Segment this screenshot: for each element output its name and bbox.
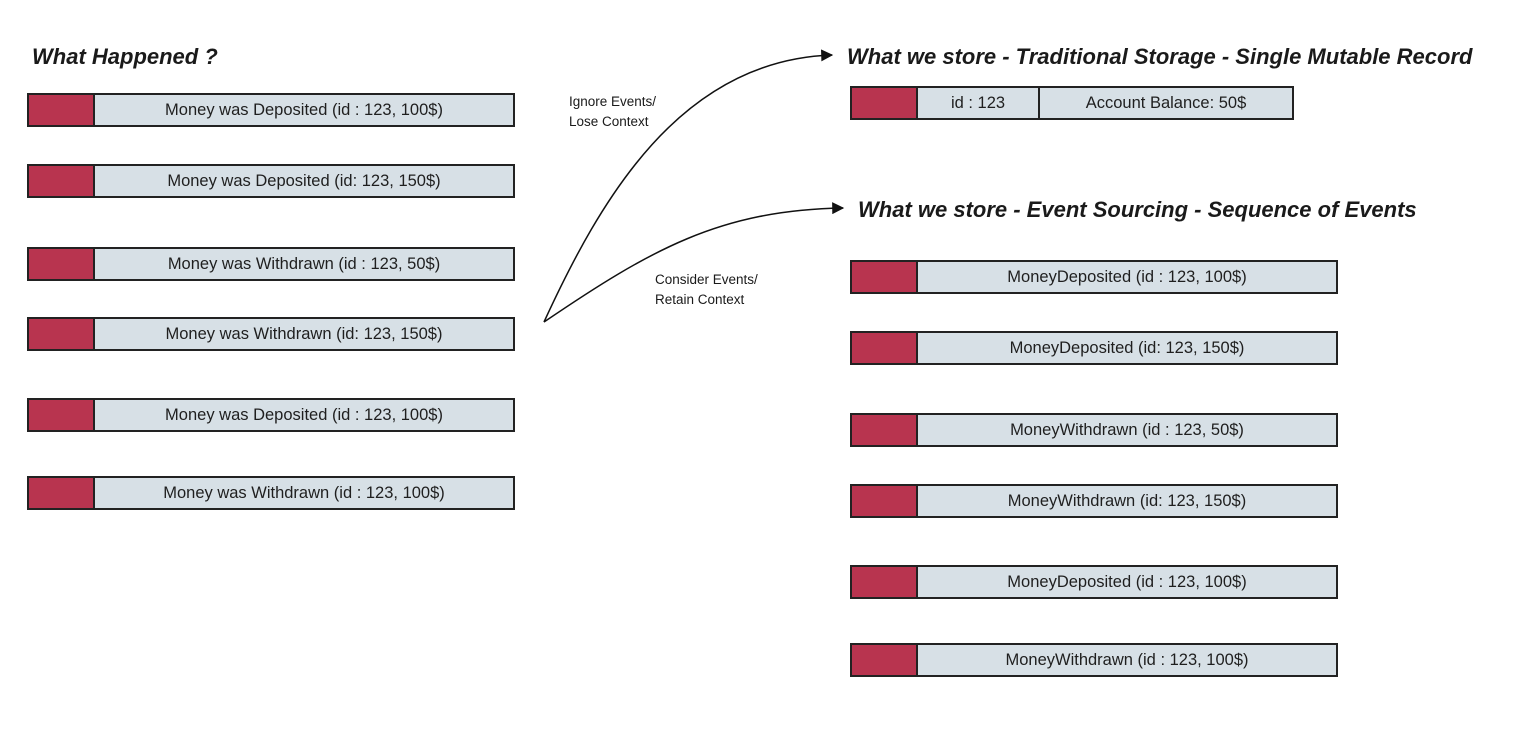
traditional-storage-title: What we store - Traditional Storage - Si…	[847, 44, 1473, 69]
happened-event-6: Money was Withdrawn (id : 123, 100$)	[27, 476, 515, 510]
event-tag	[852, 645, 918, 675]
consider-events-note: Consider Events/ Retain Context	[655, 270, 758, 310]
mutable-record: id : 123 Account Balance: 50$	[850, 86, 1294, 120]
happened-event-5: Money was Deposited (id : 123, 100$)	[27, 398, 515, 432]
event-label: MoneyDeposited (id : 123, 100$)	[1007, 267, 1247, 286]
event-tag	[852, 415, 918, 445]
sourced-event-5: MoneyDeposited (id : 123, 100$)	[850, 565, 1338, 599]
event-label: MoneyDeposited (id : 123, 100$)	[1007, 572, 1247, 591]
sourced-event-6: MoneyWithdrawn (id : 123, 100$)	[850, 643, 1338, 677]
event-sourcing-title: What we store - Event Sourcing - Sequenc…	[858, 197, 1417, 222]
event-label: Money was Withdrawn (id : 123, 50$)	[167, 254, 441, 273]
event-label: Money was Withdrawn (id: 123, 150$)	[165, 324, 443, 343]
record-id-cell: id : 123	[918, 88, 1040, 118]
event-tag	[29, 95, 95, 125]
event-tag	[852, 262, 918, 292]
record-balance-cell: Account Balance: 50$	[1085, 93, 1247, 112]
happened-event-2: Money was Deposited (id: 123, 150$)	[27, 164, 515, 198]
happened-event-4: Money was Withdrawn (id: 123, 150$)	[27, 317, 515, 351]
event-tag	[29, 478, 95, 508]
event-tag	[29, 166, 95, 196]
consider-events-arrow	[543, 202, 845, 323]
happened-event-3: Money was Withdrawn (id : 123, 50$)	[27, 247, 515, 281]
sourced-event-1: MoneyDeposited (id : 123, 100$)	[850, 260, 1338, 294]
ignore-note-line-2: Lose Context	[569, 114, 649, 129]
event-label: Money was Deposited (id : 123, 100$)	[165, 405, 443, 424]
event-tag	[852, 567, 918, 597]
event-tag	[852, 486, 918, 516]
ignore-note-line-1: Ignore Events/	[569, 94, 657, 109]
event-tag	[29, 249, 95, 279]
happened-event-1: Money was Deposited (id : 123, 100$)	[27, 93, 515, 127]
event-label: Money was Deposited (id: 123, 150$)	[167, 171, 441, 190]
event-tag	[852, 333, 918, 363]
consider-note-line-2: Retain Context	[655, 292, 745, 307]
sourced-event-4: MoneyWithdrawn (id: 123, 150$)	[850, 484, 1338, 518]
consider-note-line-1: Consider Events/	[655, 272, 758, 287]
sourced-event-3: MoneyWithdrawn (id : 123, 50$)	[850, 413, 1338, 447]
event-label: MoneyWithdrawn (id : 123, 50$)	[1010, 420, 1244, 439]
event-label: Money was Withdrawn (id : 123, 100$)	[163, 483, 445, 502]
event-label: MoneyWithdrawn (id : 123, 100$)	[1005, 650, 1249, 669]
event-label: MoneyWithdrawn (id: 123, 150$)	[1007, 491, 1247, 510]
event-label: MoneyDeposited (id: 123, 150$)	[1009, 338, 1245, 357]
event-tag	[29, 319, 95, 349]
sourced-event-2: MoneyDeposited (id: 123, 150$)	[850, 331, 1338, 365]
record-tag	[852, 88, 918, 118]
ignore-events-note: Ignore Events/ Lose Context	[569, 92, 656, 132]
event-label: Money was Deposited (id : 123, 100$)	[165, 100, 443, 119]
what-happened-title: What Happened ?	[32, 44, 218, 69]
event-tag	[29, 400, 95, 430]
ignore-events-arrow	[543, 49, 834, 323]
